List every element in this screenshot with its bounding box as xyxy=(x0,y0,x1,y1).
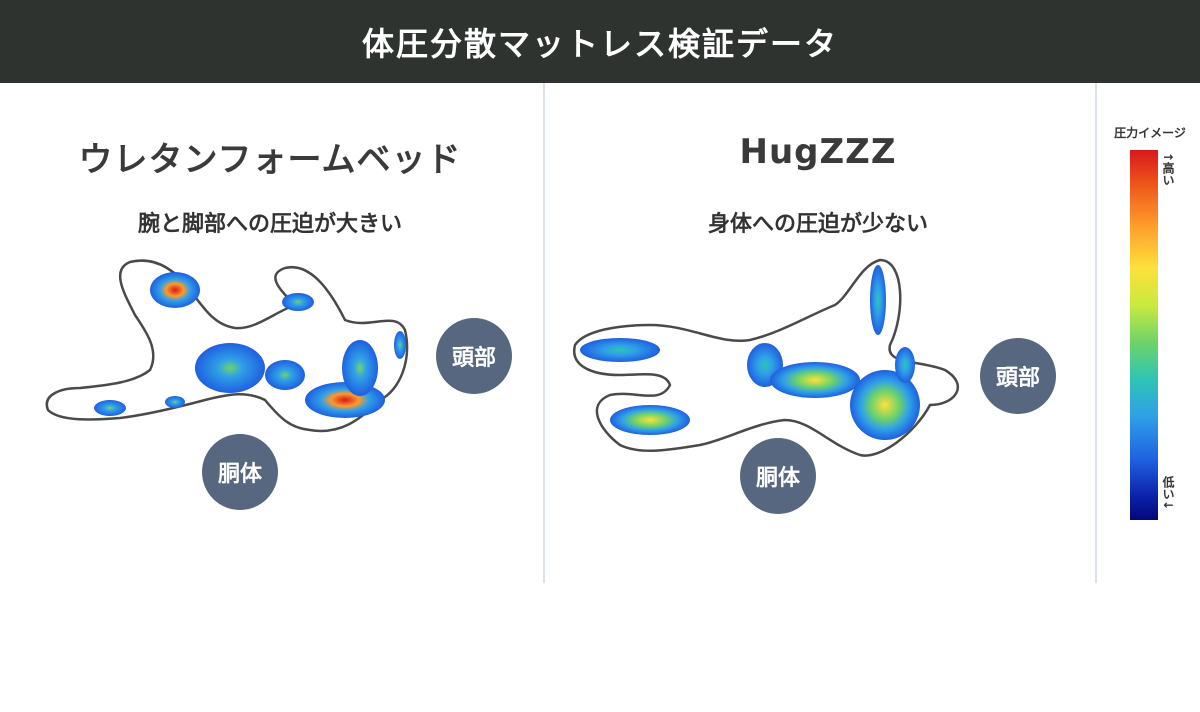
right-panel-subtitle: 身体への圧迫が少ない xyxy=(707,212,928,237)
left-pressure-map xyxy=(45,259,409,433)
left-torso-badge: 胴体 xyxy=(202,434,278,510)
right-torso-badge: 胴体 xyxy=(740,438,816,514)
header-bar: 体圧分散マットレス検証データ xyxy=(0,0,1200,83)
right-head-badge: 頭部 xyxy=(980,338,1056,414)
left-panel-title: ウレタンフォームベッド xyxy=(78,140,462,180)
legend-low-label: 低い↓ xyxy=(1161,476,1175,511)
pressure-color-scale xyxy=(1130,150,1158,520)
legend-title: 圧力イメージ xyxy=(1114,126,1186,140)
left-head-badge: 頭部 xyxy=(436,318,512,394)
left-panel-subtitle: 腕と脚部への圧迫が大きい xyxy=(137,212,402,237)
panel-divider xyxy=(543,83,545,583)
page-title: 体圧分散マットレス検証データ xyxy=(361,24,838,63)
right-panel-title: HugZZZ xyxy=(739,132,897,172)
legend-high-label: ↑高い xyxy=(1161,152,1175,187)
legend-divider xyxy=(1095,83,1097,583)
right-pressure-map xyxy=(572,258,960,457)
